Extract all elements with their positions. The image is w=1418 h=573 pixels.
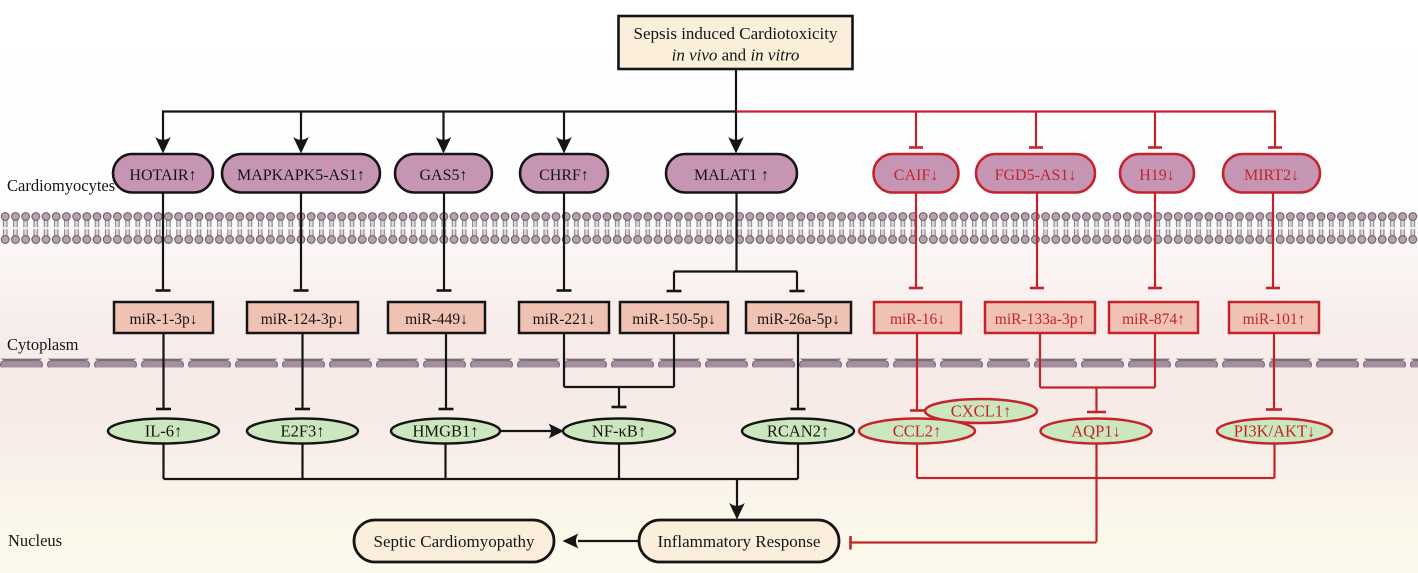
svg-text:miR-101↑: miR-101↑: [1243, 311, 1306, 328]
svg-text:miR-26a-5p↓: miR-26a-5p↓: [757, 311, 840, 328]
svg-text:Septic Cardiomyopathy: Septic Cardiomyopathy: [373, 532, 535, 551]
svg-text:NF-κB↑: NF-κB↑: [592, 422, 646, 441]
svg-text:miR-133a-3p↑: miR-133a-3p↑: [995, 311, 1085, 328]
svg-text:CXCL1↑: CXCL1↑: [951, 402, 1012, 421]
svg-text:H19↓: H19↓: [1139, 167, 1175, 184]
svg-text:in vivo and in vitro: in vivo and in vitro: [672, 46, 800, 65]
svg-text:MAPKAPK5-AS1↑: MAPKAPK5-AS1↑: [237, 167, 365, 184]
svg-text:miR-449↓: miR-449↓: [405, 311, 468, 328]
svg-text:Cardiomyocytes: Cardiomyocytes: [7, 176, 115, 195]
svg-text:Nucleus: Nucleus: [8, 531, 62, 550]
svg-text:FGD5-AS1↓: FGD5-AS1↓: [995, 167, 1077, 184]
svg-text:CHRF↑: CHRF↑: [539, 167, 589, 184]
svg-text:CAIF↓: CAIF↓: [894, 167, 938, 184]
svg-text:E2F3↑: E2F3↑: [280, 422, 324, 441]
svg-text:PI3K/AKT↓: PI3K/AKT↓: [1234, 422, 1316, 441]
svg-text:AQP1↓: AQP1↓: [1071, 422, 1121, 441]
svg-text:miR-874↑: miR-874↑: [1122, 311, 1185, 328]
svg-text:MIRT2↓: MIRT2↓: [1244, 167, 1299, 184]
svg-text:MALAT1 ↑: MALAT1 ↑: [694, 167, 769, 184]
svg-text:RCAN2↑: RCAN2↑: [767, 422, 829, 441]
svg-text:Cytoplasm: Cytoplasm: [7, 335, 79, 354]
svg-text:miR-124-3p↓: miR-124-3p↓: [261, 311, 345, 328]
svg-text:Inflammatory Response: Inflammatory Response: [658, 532, 821, 551]
svg-text:miR-1-3p↓: miR-1-3p↓: [129, 311, 197, 328]
svg-text:IL-6↑: IL-6↑: [145, 422, 183, 441]
svg-text:HMGB1↑: HMGB1↑: [412, 422, 478, 441]
svg-text:miR-150-5p↓: miR-150-5p↓: [632, 311, 716, 328]
svg-text:Sepsis induced Cardiotoxicity: Sepsis induced Cardiotoxicity: [634, 24, 838, 43]
svg-text:GAS5↑: GAS5↑: [419, 167, 467, 184]
svg-text:HOTAIR↑: HOTAIR↑: [129, 167, 196, 184]
svg-text:miR-16↓: miR-16↓: [890, 311, 945, 328]
svg-text:miR-221↓: miR-221↓: [533, 311, 596, 328]
svg-text:CCL2↑: CCL2↑: [893, 422, 942, 441]
